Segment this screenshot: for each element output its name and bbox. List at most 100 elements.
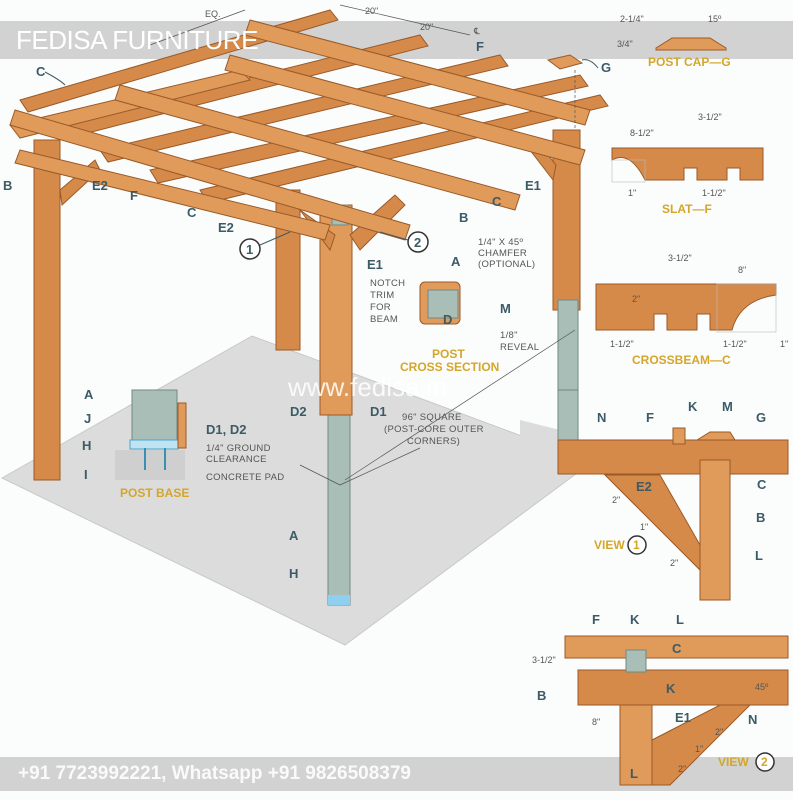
slat-1-dim: 1" (628, 188, 636, 198)
label-b: B (3, 178, 12, 193)
reveal-note: 1/8" (500, 330, 518, 341)
label-e1: E1 (525, 178, 541, 193)
view1-label-f: F (646, 410, 654, 425)
crossbeam-title: CROSSBEAM—C (632, 353, 731, 367)
label-h: H (289, 566, 298, 581)
base-label-d1-d2: D1, D2 (206, 422, 246, 437)
crossbeam-end-dim: 8" (738, 265, 746, 275)
chamfer-note-line: CHAMFER (478, 248, 527, 259)
clearance-note-line: CLEARANCE (206, 454, 267, 465)
label-d1: D1 (370, 404, 387, 419)
slat-notch-dim: 3-1/2" (698, 112, 722, 122)
cap-height-dim: 3/4" (617, 39, 633, 49)
dim-20b: 20" (420, 22, 433, 32)
view2-dim-2a: 2" (715, 727, 723, 737)
view1-label-e2: E2 (636, 479, 652, 494)
label-e2-2: E2 (218, 220, 234, 235)
view2-dim-2b: 2" (678, 764, 686, 774)
view1-label-k: K (688, 399, 698, 414)
label-c-2: C (187, 205, 197, 220)
view2-dim-3-5: 3-1/2" (532, 655, 556, 665)
view2-label-k: K (630, 612, 640, 627)
dim-eq: EQ. (205, 9, 221, 19)
view1-label-c: C (757, 477, 767, 492)
view1-dim-2b: 2" (670, 558, 678, 568)
view1-dim-2a: 2" (612, 495, 620, 505)
view1-label-m: M (722, 399, 733, 414)
watermark: www.fedisa.in (288, 372, 447, 402)
callout-view-1: 1 (246, 242, 253, 257)
slat-title: SLAT—F (662, 202, 712, 216)
contact-text: +91 7723992221, Whatsapp +91 9826508379 (18, 763, 411, 784)
view1-title: VIEW (594, 538, 625, 552)
square-note-line: (POST-CORE OUTER (384, 424, 484, 435)
crossbeam-notch-b-dim: 1-1/2" (723, 339, 747, 349)
label-c-3: C (492, 194, 502, 209)
notch-note-line: TRIM (370, 290, 394, 301)
view2-label-c: C (672, 641, 682, 656)
callout-view-2: 2 (414, 235, 421, 250)
base-label-a: A (84, 387, 94, 402)
post-cross-section: 1/4" X 45º CHAMFER (OPTIONAL) A D M 1/8"… (400, 237, 539, 374)
section-title-1: POST (432, 347, 465, 361)
view2-label-n: N (748, 712, 757, 727)
notch-note: NOTCH (370, 278, 405, 289)
view2-label-k-2: K (666, 681, 676, 696)
dim-20a: 20" (365, 6, 378, 16)
notch-note-line: BEAM (370, 314, 398, 325)
roof-dimensions: EQ. 20" 20" ℄ (149, 4, 480, 46)
dim-centerline: ℄ (473, 26, 480, 36)
section-label-a: A (451, 254, 461, 269)
clearance-note: 1/4" GROUND (206, 443, 271, 454)
view2-label-l: L (676, 612, 684, 627)
base-label-h: H (82, 438, 91, 453)
view2-title: VIEW (718, 755, 749, 769)
roof-crossbeams (9, 19, 591, 241)
chamfer-note: 1/4" X 45º (478, 237, 523, 248)
label-a: A (289, 528, 299, 543)
section-title-2: CROSS SECTION (400, 360, 499, 374)
label-f-2: F (130, 188, 138, 203)
cap-width-dim: 2-1/4" (620, 14, 644, 24)
main-labels: C F G B E2 F C E2 B C E1 E1 1 2 NOTCH TR… (3, 39, 611, 581)
concrete-pad-note: CONCRETE PAD (206, 472, 284, 483)
square-note-line: CORNERS) (407, 436, 460, 447)
view-1-detail: N F K M G C B L E2 2" 1" 2" VIEW 1 (520, 389, 789, 601)
label-d2: D2 (290, 404, 307, 419)
crossbeam-notch-a-dim: 1-1/2" (610, 339, 634, 349)
view1-label-b: B (756, 510, 765, 525)
crossbeam-detail: 3-1/2" 8" 2" 1-1/2" 1-1/2" 1" CROSSBEAM—… (595, 253, 788, 367)
chamfer-note-line: (OPTIONAL) (478, 259, 535, 270)
post-base-title: POST BASE (120, 486, 189, 500)
notch-note-line: FOR (370, 302, 391, 313)
label-c: C (36, 64, 46, 79)
view2-label-b: B (537, 688, 546, 703)
view2-label-e1: E1 (675, 710, 691, 725)
post-cap-detail: 2-1/4" 3/4" 15º POST CAP—G (617, 14, 731, 69)
view2-dim-1: 1" (695, 744, 703, 754)
view2-dim-8: 8" (592, 717, 600, 727)
square-note: 96" SQUARE (402, 412, 462, 423)
view1-dim-1: 1" (640, 522, 648, 532)
view1-label-l: L (755, 548, 763, 563)
reveal-note-line: REVEAL (500, 342, 539, 353)
cap-angle-dim: 15º (708, 14, 722, 24)
view2-number: 2 (761, 755, 768, 769)
base-label-i: I (84, 467, 88, 482)
label-b-2: B (459, 210, 468, 225)
crossbeam-depth-dim: 2" (632, 294, 640, 304)
slat-notch-width-dim: 1-1/2" (702, 188, 726, 198)
view1-label-g: G (756, 410, 766, 425)
post-base-detail: A J H I D1, D2 1/4" GROUND CLEARANCE CON… (82, 387, 284, 500)
post-cap-part (546, 54, 584, 70)
view1-label-n: N (597, 410, 606, 425)
base-label-j: J (84, 411, 91, 426)
label-g: G (601, 60, 611, 75)
label-f: F (476, 39, 484, 54)
slat-detail: 8-1/2" 3-1/2" 1" 1-1/2" SLAT—F (611, 112, 764, 216)
label-e1-2: E1 (367, 257, 383, 272)
brand-title: FEDISA FURNITURE (16, 25, 258, 55)
view2-angle-45: 45º (755, 682, 769, 692)
